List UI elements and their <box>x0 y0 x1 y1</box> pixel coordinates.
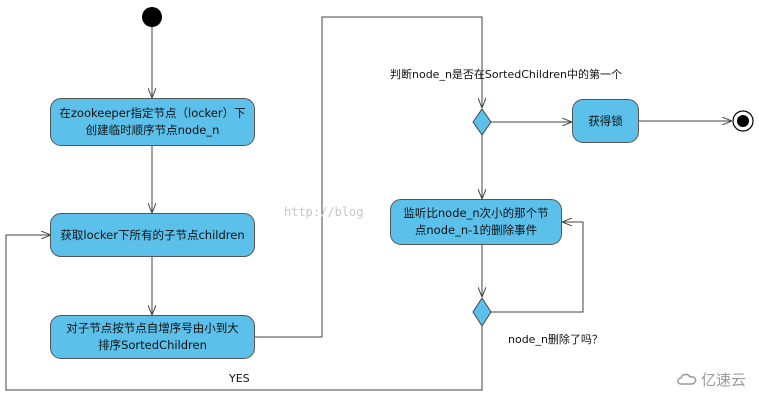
brand-logo: 亿速云 <box>676 369 746 390</box>
label-yes: YES <box>229 372 250 385</box>
start-node <box>142 7 162 27</box>
node-create-sequential: 在zookeeper指定节点（locker）下 创建临时顺序节点node_n <box>50 98 255 146</box>
node-get-children-text: 获取locker下所有的子节点children <box>60 227 245 242</box>
label-deleted-question: node_n删除了吗？ <box>508 333 603 346</box>
node-sort-line1: 对子节点按节点自增序号由小到大 <box>66 321 239 335</box>
node-create-line2: 创建临时顺序节点node_n <box>85 123 220 137</box>
node-watch-line1: 监听比node_n次小的那个节 <box>403 206 549 220</box>
node-acquire-text: 获得锁 <box>588 113 623 128</box>
node-watch-previous: 监听比node_n次小的那个节 点node_n-1的删除事件 <box>390 199 562 245</box>
brand-text: 亿速云 <box>701 371 747 389</box>
decision-diamond-first <box>472 108 492 136</box>
edge-decision2-watch-loop <box>491 222 584 313</box>
cloud-icon <box>676 372 698 390</box>
watermark-text: http://blog <box>284 205 364 219</box>
node-create-line1: 在zookeeper指定节点（locker）下 <box>59 106 246 120</box>
node-watch-line2: 点node_n-1的删除事件 <box>414 223 538 237</box>
decision-diamond-deleted <box>472 297 492 327</box>
label-check-first: 判断node_n是否在SortedChildren中的第一个 <box>390 68 622 81</box>
node-sort-line2: 排序SortedChildren <box>98 338 207 352</box>
node-get-children: 获取locker下所有的子节点children <box>50 213 255 257</box>
node-acquire-lock: 获得锁 <box>572 99 639 143</box>
end-node-dot <box>737 115 749 127</box>
node-sort-children: 对子节点按节点自增序号由小到大 排序SortedChildren <box>50 315 255 359</box>
edge-sort-decision <box>255 16 482 338</box>
edge-decision2-yes-children <box>5 235 483 391</box>
